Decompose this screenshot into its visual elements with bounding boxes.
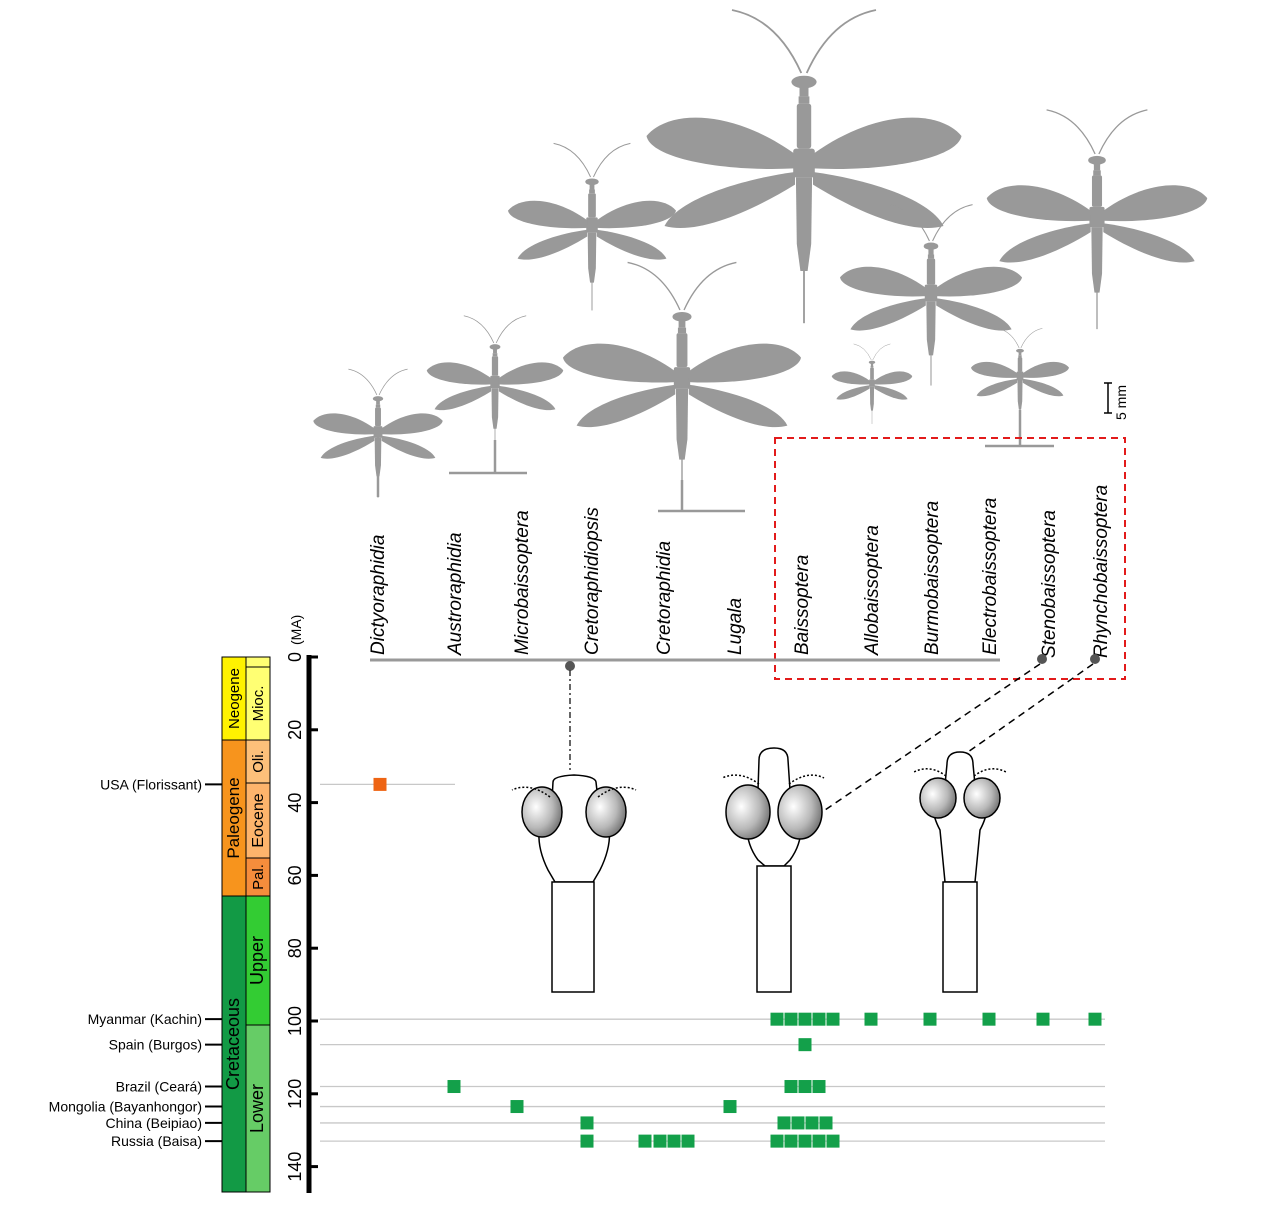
silhouette-allobaissoptera xyxy=(831,343,913,425)
axis-unit-label: (MA) xyxy=(288,615,304,645)
head-drawing-3 xyxy=(913,751,1007,993)
occurrence-markers xyxy=(373,777,1102,1148)
silhouette-cretoraphidiopsis xyxy=(507,142,677,311)
occurrence-marker xyxy=(791,1116,805,1130)
epoch-label: Pal. xyxy=(250,864,267,890)
occurrence-marker xyxy=(784,1134,798,1148)
scale-bar-label: 5 mm xyxy=(1113,385,1129,420)
occurrence-marker xyxy=(770,1134,784,1148)
locality-label: Myanmar (Kachin) xyxy=(88,1011,202,1027)
epoch-label: Mioc. xyxy=(250,686,267,722)
occurrence-marker xyxy=(798,1012,812,1026)
locality-label: Mongolia (Bayanhongor) xyxy=(49,1099,202,1115)
occurrence-marker xyxy=(777,1116,791,1130)
period-label: Cretaceous xyxy=(223,998,243,1090)
locality-label: China (Beipiao) xyxy=(106,1115,203,1131)
locality-label: Spain (Burgos) xyxy=(109,1037,202,1053)
axis-tick-label: 80 xyxy=(285,938,305,958)
time-axis: 0 20 40 60 80 100 120 140 (MA) xyxy=(285,615,318,1193)
occurrence-marker xyxy=(798,1134,812,1148)
occurrence-marker xyxy=(798,1080,812,1094)
epoch-label: Eocene xyxy=(250,793,267,847)
silhouette-baissoptera-large xyxy=(645,9,963,325)
axis-tick-label: 0 xyxy=(285,652,305,662)
occurrence-marker xyxy=(798,1038,812,1052)
genus-label: Microbaissoptera xyxy=(512,510,533,655)
period-label: Paleogene xyxy=(224,777,243,858)
dashed-group-box xyxy=(774,437,1126,680)
scale-bar: 5 mm xyxy=(1104,382,1129,420)
epoch-label: Upper xyxy=(247,936,267,985)
period-label: Neogene xyxy=(226,668,243,729)
genus-label: Rhynchobaissoptera xyxy=(1091,485,1112,658)
occurrence-marker xyxy=(1088,1012,1102,1026)
occurrence-marker xyxy=(784,1012,798,1026)
occurrence-marker xyxy=(667,1134,681,1148)
silhouette-burmobaissoptera xyxy=(839,204,1023,387)
genus-label: Burmobaissoptera xyxy=(922,501,943,655)
epoch-label: Lower xyxy=(247,1084,267,1133)
locality-label: Brazil (Ceará) xyxy=(116,1079,202,1095)
axis-tick-label: 20 xyxy=(285,720,305,740)
silhouette-cretoraphidia xyxy=(562,261,802,500)
node-dot-main xyxy=(565,661,575,671)
epoch-label: Oli. xyxy=(250,750,267,773)
node-dot-steno xyxy=(1037,654,1047,664)
axis-tick-label: 60 xyxy=(285,865,305,885)
occurrence-marker xyxy=(812,1134,826,1148)
occurrence-marker xyxy=(373,777,387,791)
genus-label: Baissoptera xyxy=(792,555,813,655)
occurrence-marker xyxy=(982,1012,996,1026)
genus-label: Dictyoraphidia xyxy=(368,535,389,655)
occurrence-marker xyxy=(819,1116,833,1130)
node-dot-rhyncho xyxy=(1090,654,1100,664)
head-drawing-2 xyxy=(721,747,825,993)
genus-label: Cretoraphidia xyxy=(654,541,675,655)
occurrence-marker xyxy=(784,1080,798,1094)
genus-label: Electrobaissoptera xyxy=(980,498,1001,655)
occurrence-marker xyxy=(923,1012,937,1026)
occurrence-marker xyxy=(681,1134,695,1148)
occurrence-marker xyxy=(805,1116,819,1130)
occurrence-marker xyxy=(447,1080,461,1094)
occurrence-marker xyxy=(580,1116,594,1130)
locality-label: Russia (Baisa) xyxy=(111,1133,202,1149)
head-drawing-1 xyxy=(511,774,637,993)
axis-tick-label: 120 xyxy=(285,1079,305,1109)
genus-label: Allobaissoptera xyxy=(862,525,883,656)
occurrence-marker xyxy=(1036,1012,1050,1026)
occurrence-marker xyxy=(826,1012,840,1026)
occurrence-marker xyxy=(812,1012,826,1026)
genus-labels: Dictyoraphidia Austroraphidia Microbaissop… xyxy=(368,485,1112,658)
occurrence-marker xyxy=(653,1134,667,1148)
axis-tick-label: 100 xyxy=(285,1006,305,1036)
occurrence-marker xyxy=(826,1134,840,1148)
locality-label: USA (Florissant) xyxy=(100,776,202,792)
silhouette-electrobaissoptera xyxy=(986,109,1208,330)
occurrence-marker xyxy=(723,1100,737,1114)
occurrence-marker xyxy=(770,1012,784,1026)
genus-label: Austroraphidia xyxy=(445,532,466,656)
axis-tick-label: 140 xyxy=(285,1152,305,1182)
occurrence-marker xyxy=(864,1012,878,1026)
genus-label: Cretoraphidiopsis xyxy=(582,507,603,655)
axis-tick-label: 40 xyxy=(285,793,305,813)
occurrence-marker xyxy=(812,1080,826,1094)
genus-label: Stenobaissoptera xyxy=(1039,510,1060,658)
occurrence-marker xyxy=(638,1134,652,1148)
occurrence-marker xyxy=(510,1100,524,1114)
silhouette-austroraphidia xyxy=(426,315,564,452)
occurrence-marker xyxy=(580,1134,594,1148)
grouping-lines xyxy=(376,410,1054,513)
genus-label: Lugala xyxy=(725,598,746,655)
